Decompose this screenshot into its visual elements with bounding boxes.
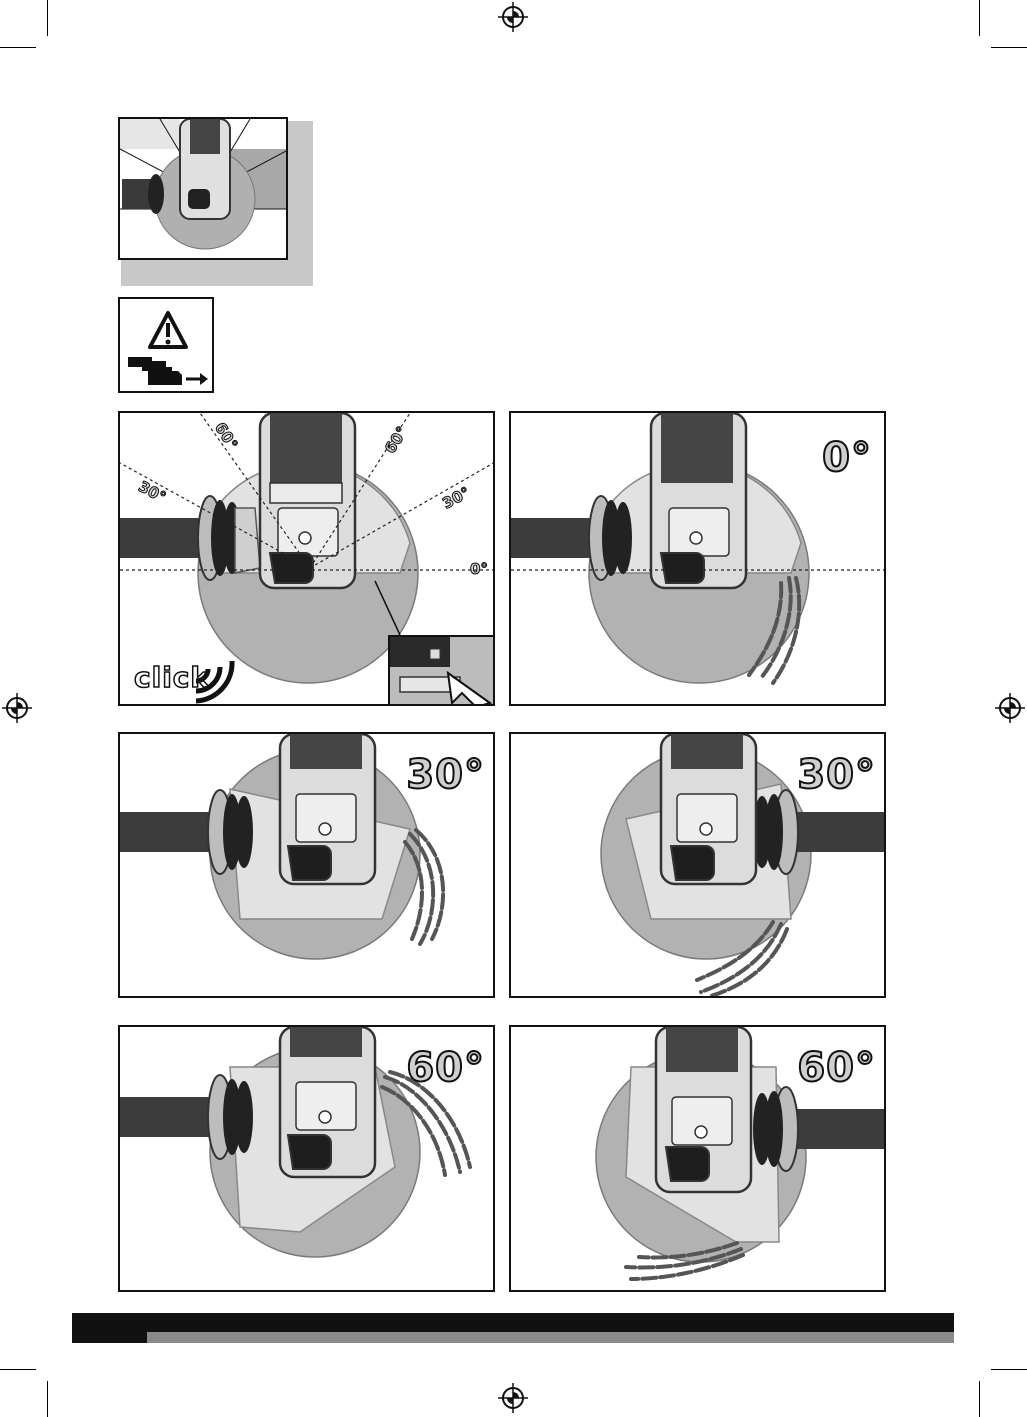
crop-mark-tr-h <box>991 47 1027 48</box>
crop-mark-br-v <box>979 1381 980 1417</box>
crop-mark-br-h <box>991 1369 1027 1370</box>
battery-remove-icon <box>128 357 208 385</box>
footer-strip <box>147 1332 954 1343</box>
crop-mark-bl-h <box>0 1369 36 1370</box>
angle-mark-0: 0° <box>470 560 488 578</box>
angle-value-60-left: 60° <box>406 1045 485 1091</box>
click-label: click <box>134 661 210 694</box>
angle-value-60-right: 60° <box>797 1045 876 1091</box>
angle-value-30-left: 30° <box>406 752 485 798</box>
figure-angle-30-left: 30° <box>118 732 495 998</box>
figure-angle-60-right: 60° <box>509 1025 886 1292</box>
crop-mark-tl-h <box>0 47 36 48</box>
crop-mark-tl-v <box>47 0 48 36</box>
thumbnail-figure <box>118 117 288 260</box>
angle-value-30-right: 30° <box>797 752 876 798</box>
figure-angle-0: 0° <box>509 411 886 706</box>
figure-angle-60-left: 60° <box>118 1025 495 1292</box>
figure-angle-30-right: 30° <box>509 732 886 998</box>
angle-value-0: 0° <box>822 435 872 481</box>
crop-mark-bl-v <box>47 1381 48 1417</box>
detail-inset <box>388 635 495 706</box>
crop-mark-tr-v <box>979 0 980 36</box>
warning-triangle-icon <box>150 313 186 347</box>
figure-angle-overview: 60° 60° 30° 30° 0° click <box>118 411 495 706</box>
warning-icon-box <box>118 297 214 393</box>
